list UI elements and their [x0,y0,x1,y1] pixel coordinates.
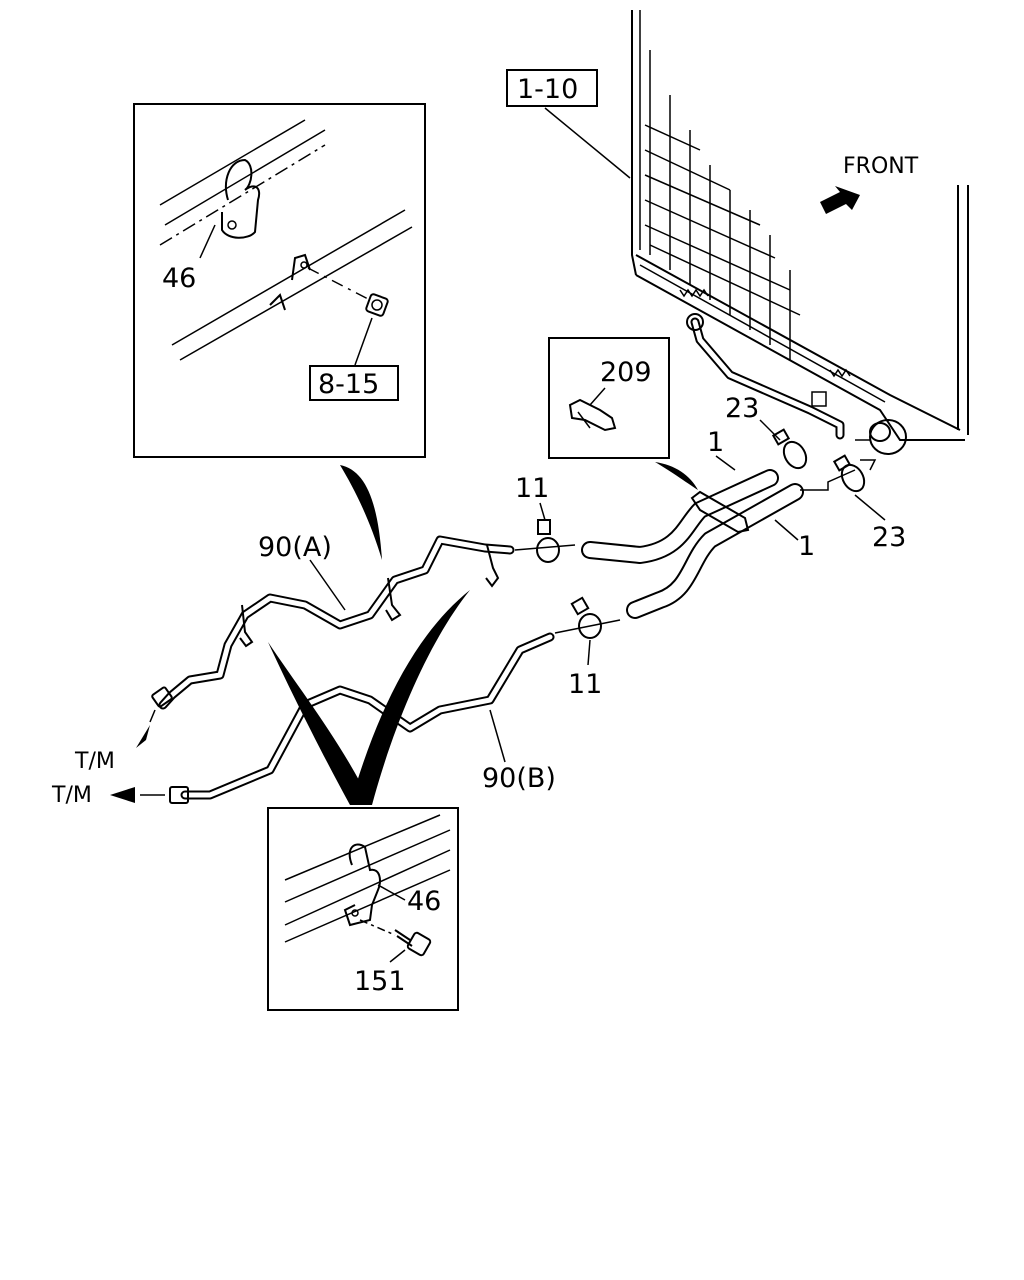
hose-lower [626,483,804,619]
radiator [631,10,969,471]
arrow-left-icon [110,787,135,803]
svg-text:1-10: 1-10 [517,74,578,105]
svg-text:151: 151 [354,966,406,997]
inset-clamp-bracket: 209 [548,337,670,459]
front-indicator: FRONT [820,154,919,214]
svg-text:11: 11 [568,669,602,700]
svg-text:23: 23 [725,393,759,424]
svg-text:209: 209 [600,357,652,388]
callout-wedge-top [340,465,382,560]
svg-text:11: 11 [515,473,549,504]
pipe-90b: T/M 90(B) [51,632,556,808]
hose-lower-label: 1 [798,531,815,562]
callout-wedge-bottom-a [268,642,372,805]
hose-upper [581,469,779,564]
svg-text:46: 46 [407,886,441,917]
svg-text:90(A): 90(A) [258,532,332,563]
svg-text:T/M: T/M [51,783,92,808]
hose-upper-label: 1 [707,427,724,458]
svg-text:8-15: 8-15 [318,369,379,400]
callout-wedge-bottom-b [350,590,470,805]
svg-text:23: 23 [872,522,906,553]
svg-text:T/M: T/M [74,749,115,774]
radiator-ref-label: 1-10 [506,69,631,179]
svg-text:46: 46 [162,263,196,294]
hose-clamp-23-upper: 23 [725,393,808,470]
svg-text:FRONT: FRONT [843,154,919,179]
clip-11-upper: 11 [514,473,576,563]
callout-wedge-209 [655,462,698,490]
hose-clamp-23-lower: 23 [832,454,906,553]
svg-text:90(B): 90(B) [482,763,556,794]
inset-top: 46 8-15 [133,103,426,458]
inset-bottom: 46 151 [267,807,459,1011]
clip-11-lower: 11 [554,596,621,700]
arrow-upright-icon [820,186,860,214]
pipe-90a: 90(A) T/M [74,532,515,774]
arrow-left-icon [136,725,150,748]
